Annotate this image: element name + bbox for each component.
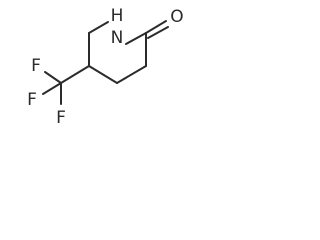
bond-c3-c4 [116,65,147,84]
bond-cf3-f-top [44,71,62,84]
atom-f-left-label: F [27,90,37,110]
bond-c2-o-a [145,20,167,34]
atom-o-label: O [170,7,183,27]
structure-diagram: N H O F F F [27,6,184,128]
atom-f-top-label: F [31,56,41,76]
bond-c4-c5 [88,65,118,84]
bond-cf3-f-left [42,82,62,95]
bond-c5-cf3 [60,65,90,84]
bond-n-c2 [125,32,147,45]
atom-n-label: N [111,28,124,48]
bond-c2-o-b [147,26,169,39]
atom-h-label: H [111,6,124,26]
atom-f-bottom-label: F [56,108,66,128]
bond-c6-n [88,21,109,34]
